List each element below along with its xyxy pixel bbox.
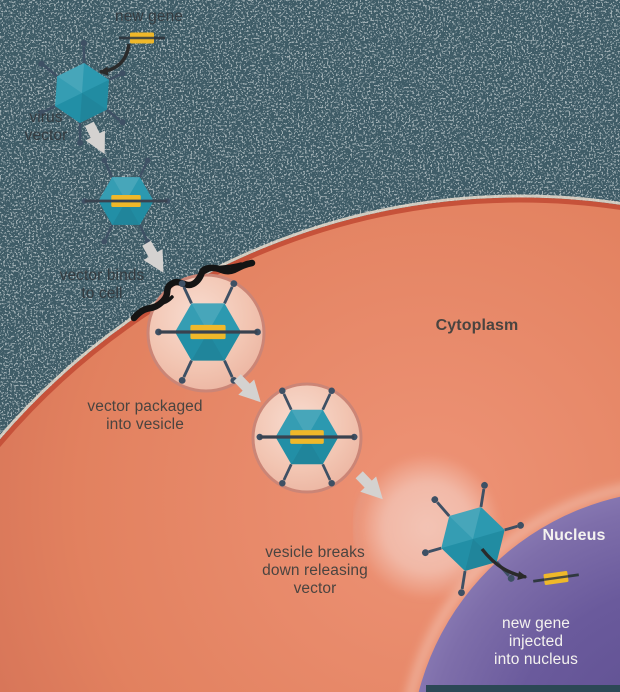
new-gene-injected-label: new gene injected into nucleus: [494, 615, 578, 668]
bottom-edge-strip: [426, 685, 620, 692]
cytoplasm-label: Cytoplasm: [435, 317, 519, 334]
vector-binds-label: vector binds to cell: [59, 267, 145, 302]
nucleus-body: [418, 496, 620, 692]
gene-injection-arrow: [480, 547, 528, 580]
new-gene-label: new gene: [114, 8, 184, 25]
vesicle-breaks-label: vesicle breaks down releasing vector: [262, 544, 368, 597]
gene-insertion-arrow: [98, 43, 131, 76]
vesicle-breaking-rim: [354, 490, 368, 564]
nucleus-label: Nucleus: [542, 527, 606, 544]
virus-vector-label: virus vector: [24, 109, 68, 144]
vector-packaged-label: vector packaged into vesicle: [87, 398, 203, 433]
cell-membrane-highlight: [0, 194, 620, 440]
receptor-binding-squiggle: [130, 259, 256, 322]
